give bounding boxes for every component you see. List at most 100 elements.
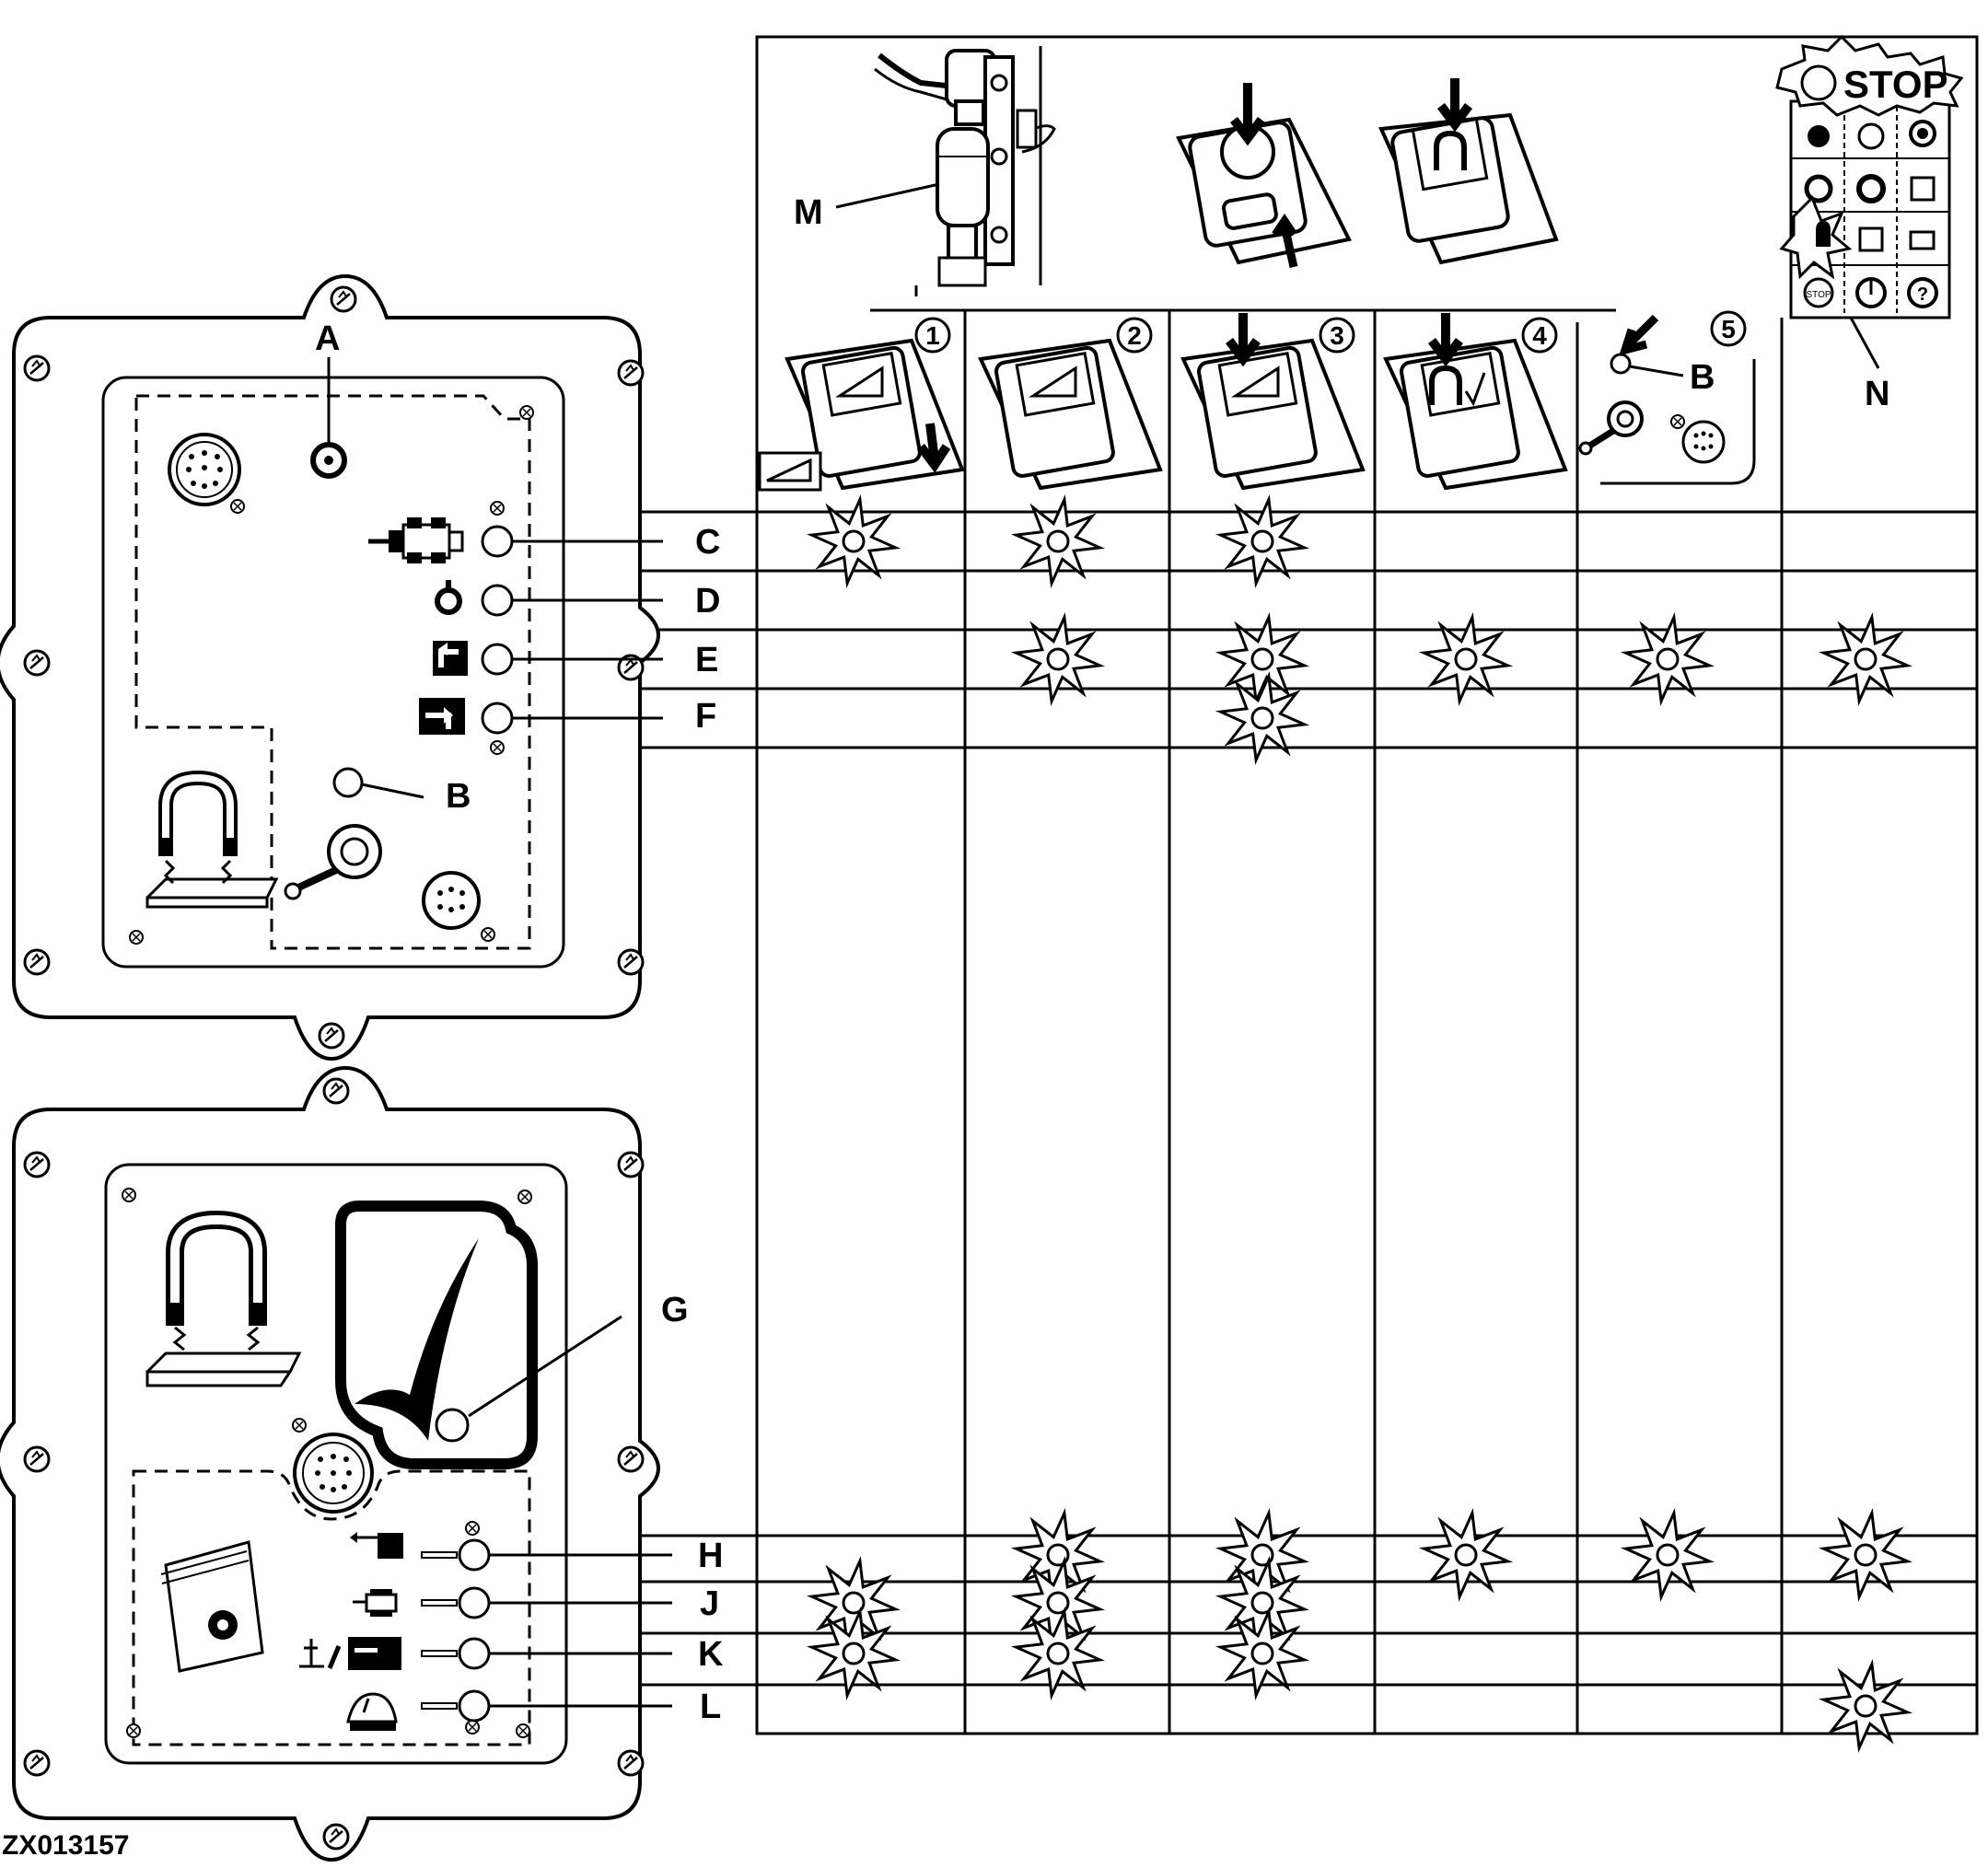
stop-label: STOP xyxy=(1843,63,1948,106)
extend-icon xyxy=(419,698,465,735)
callout-h: H xyxy=(698,1537,723,1575)
indicator-burst-c-2 xyxy=(1010,493,1106,589)
callout-e: E xyxy=(695,641,718,679)
step-numbers: 1 2 3 4 5 xyxy=(914,310,1747,354)
screw-icon xyxy=(322,1077,350,1105)
retract-icon xyxy=(433,641,468,676)
solenoid-icon xyxy=(368,517,464,563)
stop-small-label: STOP xyxy=(1806,290,1831,300)
led-c-icon xyxy=(481,525,514,558)
led-h-icon xyxy=(458,1538,491,1572)
screw-icon xyxy=(23,354,51,382)
callout-b: B xyxy=(446,777,471,816)
screw-icon xyxy=(517,1189,532,1204)
lower-panel-dashed-region xyxy=(132,1469,531,1746)
callout-c: C xyxy=(695,523,720,562)
round-connector-icon xyxy=(422,871,495,942)
led-e-icon xyxy=(481,643,514,676)
callout-n: N xyxy=(1865,375,1889,413)
callout-labels: A B B C D E F G H J K L M N xyxy=(315,193,1889,1726)
magnet-icon xyxy=(145,770,279,909)
led-j-icon xyxy=(458,1586,491,1619)
screw-icon xyxy=(23,1445,51,1473)
checkmark-panel xyxy=(335,1201,538,1469)
screw-icon xyxy=(617,1749,645,1777)
checkmark-icon xyxy=(355,1238,479,1441)
step5-bracket xyxy=(1600,359,1756,485)
led-g-icon xyxy=(435,1408,470,1443)
svg-text:?: ? xyxy=(1917,284,1928,305)
retract-icon xyxy=(350,1532,403,1559)
callout-g: G xyxy=(661,1291,689,1329)
solenoid-icon xyxy=(353,1589,398,1617)
led-b-icon xyxy=(332,767,364,798)
indicator-burst-h-6 xyxy=(1818,1507,1913,1603)
screw-icon xyxy=(490,501,505,516)
indicator-bursts xyxy=(806,493,1913,1754)
screw-icon xyxy=(490,740,505,755)
control-box-magnet xyxy=(1378,78,1559,265)
callout-j: J xyxy=(700,1584,719,1623)
indicator-burst-e-6 xyxy=(1818,611,1913,707)
lower-controller-panel xyxy=(0,1065,672,1862)
magnet-icon xyxy=(145,1210,302,1387)
screw-icon xyxy=(330,285,357,313)
screw-icon xyxy=(23,1749,51,1777)
lower-panel-plate xyxy=(104,1163,568,1765)
callout-a: A xyxy=(315,319,340,358)
led-l-icon xyxy=(458,1689,491,1723)
upper-controller-panel xyxy=(0,273,663,1062)
upper-panel-dashed-region xyxy=(134,394,531,950)
grid-border xyxy=(755,35,1979,1735)
callout-b-step5: B xyxy=(1690,358,1715,397)
step-5-number: 5 xyxy=(1721,315,1736,343)
indicator-burst-e-4 xyxy=(1418,611,1514,707)
manual-book-icon xyxy=(160,1540,264,1673)
screw-icon xyxy=(617,1151,645,1178)
screw-icon xyxy=(23,649,51,677)
screw-icon xyxy=(1670,414,1685,429)
solenoid-valve-illustration xyxy=(835,46,1056,296)
key-icon xyxy=(284,824,382,900)
screw-icon xyxy=(617,1445,645,1473)
step-2-number: 2 xyxy=(1127,321,1142,350)
indicator-burst-e-2 xyxy=(1010,611,1106,707)
screw-icon xyxy=(617,359,645,387)
cylinder-switch-icon xyxy=(299,1637,401,1670)
callout-d: D xyxy=(695,582,720,621)
round-connector-icon xyxy=(1681,420,1726,464)
screw-icon xyxy=(126,1723,141,1738)
indicator-burst-k-1 xyxy=(806,1606,901,1701)
control-box-ignition xyxy=(1176,83,1352,268)
indicator-burst-k-2 xyxy=(1010,1606,1106,1701)
led-d-icon xyxy=(481,584,514,617)
step-3-number: 3 xyxy=(1330,321,1344,350)
step-1-control xyxy=(758,338,965,492)
step-3-control xyxy=(1180,313,1366,491)
status-grid xyxy=(470,35,1979,1735)
step-4-control xyxy=(1383,313,1568,491)
figure-id: ZX013157 xyxy=(2,1830,129,1861)
indicator-burst-c-1 xyxy=(806,493,901,589)
indicator-burst-h-4 xyxy=(1418,1507,1514,1603)
screw-icon xyxy=(318,1022,345,1050)
screw-icon xyxy=(617,948,645,976)
screw-icon xyxy=(23,948,51,976)
step-2-control xyxy=(978,338,1163,491)
led-f-icon xyxy=(481,702,514,735)
screw-icon xyxy=(23,1151,51,1178)
indicator-burst-h-5 xyxy=(1620,1507,1715,1603)
indicator-burst-f-3 xyxy=(1215,670,1310,766)
led-b-icon xyxy=(1610,353,1632,375)
screw-icon xyxy=(516,1723,530,1738)
screw-icon xyxy=(322,1823,350,1851)
led-k-icon xyxy=(458,1637,491,1670)
screw-icon xyxy=(122,1188,136,1202)
step-5-control xyxy=(1578,314,1726,464)
upper-panel-outline xyxy=(0,273,660,1062)
screw-icon xyxy=(465,1720,480,1735)
round-connector-icon xyxy=(292,1418,374,1514)
stop-decal: STOP STOP ? xyxy=(1775,34,1964,369)
indicator-burst-k-3 xyxy=(1215,1606,1310,1701)
